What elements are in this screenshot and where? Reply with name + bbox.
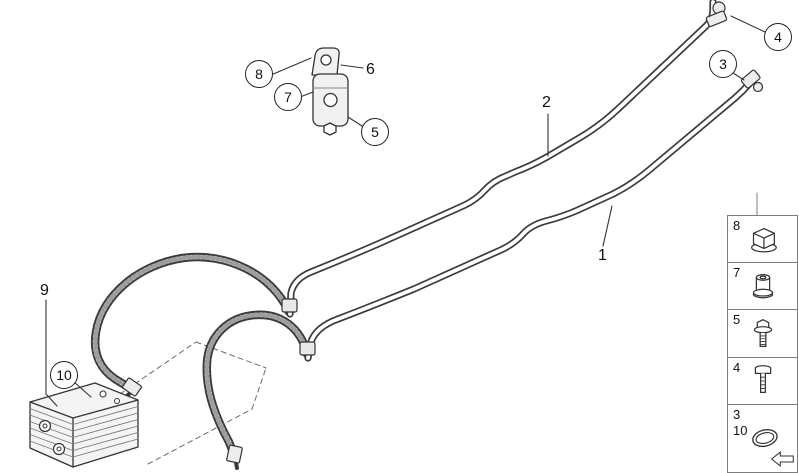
legend-number: 7 (733, 265, 741, 280)
fastener-legend: 8 7 5 (727, 215, 798, 473)
callout-1[interactable]: 1 (598, 247, 607, 264)
callout-4[interactable]: 4 (764, 23, 792, 51)
callout-8[interactable]: 8 (245, 60, 273, 88)
legend-number: 4 (733, 360, 741, 375)
o-ring-icon (751, 428, 778, 447)
legend-item-4[interactable]: 4 (728, 358, 797, 405)
callout-10[interactable]: 10 (50, 361, 78, 389)
legend-number: 5 (733, 312, 741, 327)
hose-crimp-collars (281, 298, 316, 356)
flange-nut-icon (750, 227, 777, 253)
hex-flange-bolt-icon (753, 318, 772, 347)
legend-item-7[interactable]: 7 (728, 263, 797, 310)
callout-5[interactable]: 5 (361, 118, 389, 146)
callout-3[interactable]: 3 (709, 50, 737, 78)
callout-9[interactable]: 9 (40, 282, 49, 299)
oil-cooler-hoses (90, 252, 312, 462)
oil-pipe-lower (304, 79, 754, 362)
callout-2[interactable]: 2 (542, 94, 551, 111)
union-sleeve-icon (752, 274, 773, 299)
callout-6[interactable]: 6 (366, 61, 375, 78)
legend-item-3-10[interactable]: 3 10 (728, 405, 797, 472)
legend-item-5[interactable]: 5 (728, 310, 797, 358)
pipe-end-fittings (705, 1, 764, 93)
assembly-projection-dashes (119, 341, 267, 465)
legend-number: 10 (733, 423, 748, 438)
legend-number: 3 (733, 407, 741, 422)
hose-end-fittings (121, 377, 243, 470)
callout-7[interactable]: 7 (274, 83, 302, 111)
direction-arrow-icon (770, 450, 794, 468)
legend-item-8[interactable]: 8 (728, 216, 797, 263)
oil-pipe-upper (286, 0, 717, 318)
oil-cooler (29, 382, 139, 468)
hex-bolt-icon (754, 365, 771, 394)
pipe-holder-bracket (311, 47, 349, 136)
legend-number: 8 (733, 218, 741, 233)
